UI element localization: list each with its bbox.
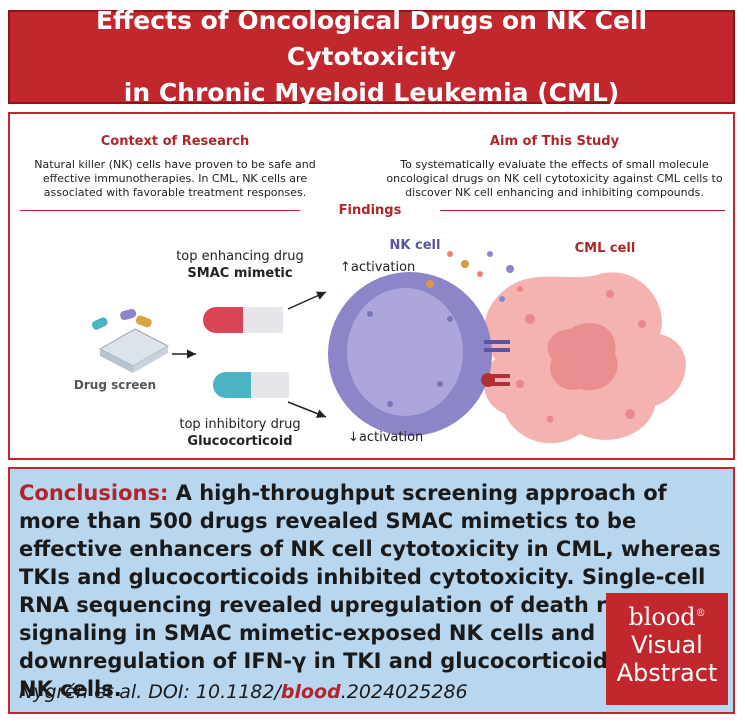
down-arrow-icon: ↓ xyxy=(348,430,359,445)
context-body: Natural killer (NK) cells have proven to… xyxy=(34,158,316,199)
aim-body: To systematically evaluate the effects o… xyxy=(386,158,723,199)
context-heading: Context of Research xyxy=(100,134,250,149)
nk-cell-icon xyxy=(328,272,492,436)
conclusions-panel: Conclusions: A high-throughput screening… xyxy=(8,467,735,714)
enhance-arrow xyxy=(287,291,327,310)
logo-brand-text: blood xyxy=(628,603,696,631)
cml-cell-icon xyxy=(483,272,686,444)
activation-up: ↑activation xyxy=(340,260,415,275)
inhibitory-caption: top inhibitory drug xyxy=(179,417,301,432)
activation-up-label: activation xyxy=(350,260,416,275)
activation-down: ↓activation xyxy=(348,430,423,445)
findings-illustration xyxy=(91,251,686,444)
conclusions-lead: Conclusions: xyxy=(19,481,169,505)
receptor-synapse-icon xyxy=(481,340,510,387)
drug-screen-plate-icon xyxy=(91,308,170,373)
aim-heading: Aim of This Study xyxy=(489,134,620,149)
logo-brand: blood® xyxy=(606,603,728,631)
title-banner: Effects of Oncological Drugs on NK Cell … xyxy=(8,6,735,107)
logo-registered: ® xyxy=(695,608,706,619)
enhancing-drug: SMAC mimetic xyxy=(187,266,293,281)
up-arrow-icon: ↑ xyxy=(340,260,351,275)
drug-screen-label: Drug screen xyxy=(73,378,157,392)
title-line-1: Effects of Oncological Drugs on NK Cell … xyxy=(95,6,648,71)
findings-panel: Context of Research Natural killer (NK) … xyxy=(8,112,735,460)
divider-left xyxy=(20,210,310,211)
logo-line-1: Visual xyxy=(631,631,703,659)
citation-prefix: Nygrén et al. DOI: 10.1182/ xyxy=(19,681,281,703)
inhibitory-drug: Glucocorticoid xyxy=(187,434,293,449)
citation-journal: blood xyxy=(280,681,341,703)
divider-right xyxy=(430,210,725,211)
title-line-2: in Chronic Myeloid Leukemia (CML) xyxy=(123,78,620,107)
glucocorticoid-pill-icon xyxy=(213,372,289,398)
logo-line-2: Abstract xyxy=(616,659,718,687)
citation-suffix: .2024025286 xyxy=(340,681,468,703)
blood-visual-abstract-logo: blood® Visual Abstract xyxy=(606,593,728,705)
smac-mimetic-pill-icon xyxy=(203,307,283,333)
findings-heading: Findings xyxy=(300,203,440,218)
cytotoxic-granules-icon xyxy=(426,251,523,302)
conclusions-text: Conclusions: A high-throughput screening… xyxy=(19,479,729,703)
nk-cell-label: NK cell xyxy=(389,238,441,253)
citation: Nygrén et al. DOI: 10.1182/blood.2024025… xyxy=(19,681,468,703)
cml-cell-label: CML cell xyxy=(574,241,636,256)
conclusions-body: A high-throughput screening approach of … xyxy=(19,481,721,701)
activation-down-label: activation xyxy=(358,430,424,445)
inhibit-arrow xyxy=(287,401,327,418)
enhancing-caption: top enhancing drug xyxy=(176,249,304,264)
